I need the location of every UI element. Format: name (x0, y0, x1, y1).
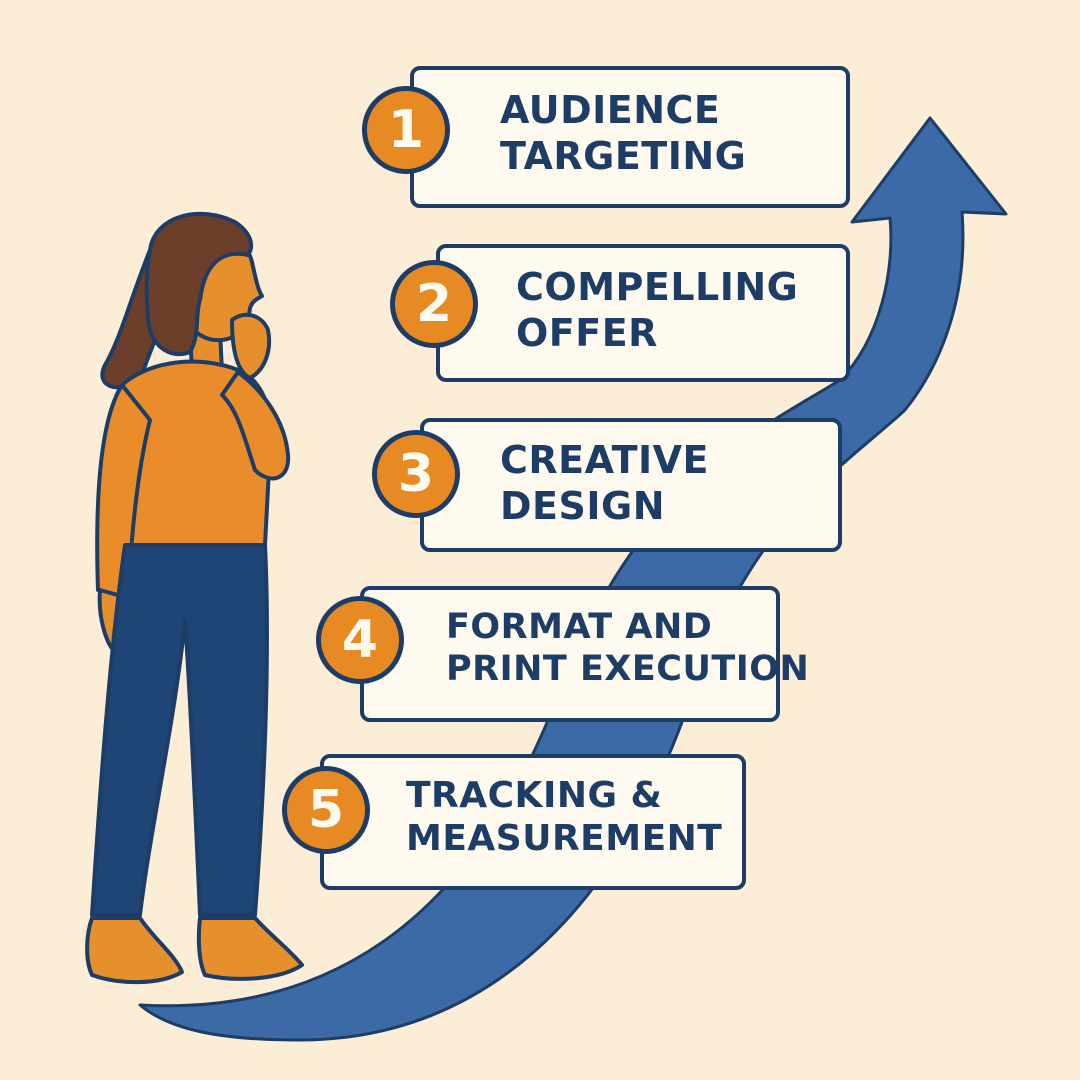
step-2-label: COMPELLING OFFER (516, 265, 798, 356)
step-3-label-line2: DESIGN (500, 483, 666, 528)
step-1-label-line1: AUDIENCE (500, 88, 721, 132)
pants (90, 543, 269, 917)
step-4-label-line2: PRINT EXECUTION (446, 649, 810, 689)
step-4-label: FORMAT AND PRINT EXECUTION (446, 606, 809, 690)
step-4-number-badge: 4 (316, 596, 404, 684)
step-5-number-badge: 5 (282, 766, 370, 854)
step-5-box (320, 754, 746, 890)
shoe-right (196, 916, 304, 981)
step-1-number-badge: 1 (362, 86, 450, 174)
shoe-left (85, 916, 184, 985)
step-3-label: CREATIVE DESIGN (500, 438, 709, 529)
step-1-label-line2: TARGETING (500, 133, 747, 178)
step-2-label-line1: COMPELLING (516, 265, 799, 309)
step-3-number-badge: 3 (372, 430, 460, 518)
hand-right (230, 312, 271, 380)
step-2-box (436, 244, 850, 382)
step-5-label-line1: TRACKING & (406, 775, 663, 816)
arm-right (220, 370, 291, 481)
step-1-label: AUDIENCE TARGETING (500, 88, 746, 179)
step-4-box (360, 586, 780, 722)
hair-front (144, 212, 254, 357)
thinking-woman-illustration (85, 212, 304, 985)
step-5-label-line2: MEASUREMENT (406, 818, 723, 860)
step-2-number-badge: 2 (390, 260, 478, 348)
step-5-label: TRACKING & MEASUREMENT (406, 774, 722, 860)
step-1-box (410, 66, 850, 208)
step-3-label-line1: CREATIVE (500, 438, 709, 482)
step-2-label-line2: OFFER (516, 310, 658, 355)
step-4-label-line1: FORMAT AND (446, 607, 713, 647)
